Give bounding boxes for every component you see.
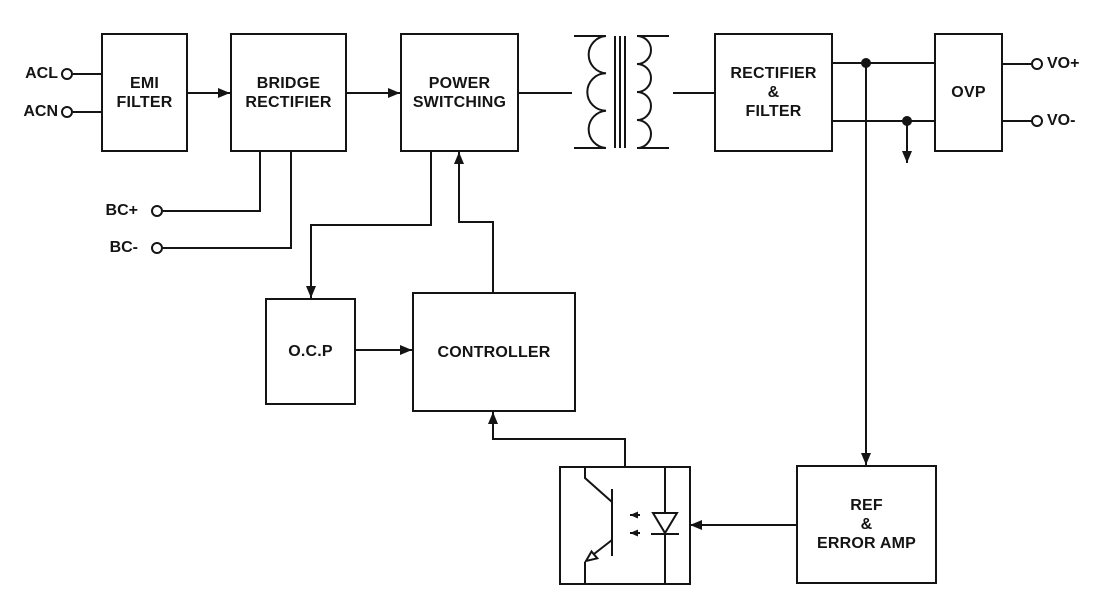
arrow-power-to-ocp xyxy=(306,152,432,298)
block-controller: CONTROLLER xyxy=(412,292,576,412)
block-rectifier-filter-label: RECTIFIER & FILTER xyxy=(730,65,817,120)
terminal-label-acn: ACN xyxy=(23,103,58,120)
block-power-switching-label: POWER SWITCHING xyxy=(412,74,507,111)
arrow-controller-to-power xyxy=(454,152,494,292)
arrow-opto-to-controller xyxy=(488,412,626,467)
terminal-circle-icon xyxy=(151,205,163,217)
terminal-circle-icon xyxy=(61,106,73,118)
wire-vo-minus xyxy=(1003,115,1043,127)
optocoupler-icon xyxy=(559,466,691,585)
terminal-label-bc-plus: BC+ xyxy=(105,202,138,219)
terminal-circle-icon xyxy=(61,68,73,80)
block-bridge-rectifier: BRIDGE RECTIFIER xyxy=(230,33,347,152)
block-ovp: OVP xyxy=(934,33,1003,152)
block-controller-label: CONTROLLER xyxy=(437,343,551,361)
terminal-label-vo-plus: VO+ xyxy=(1047,55,1080,72)
transformer-icon xyxy=(574,35,669,149)
block-ref-error-amp: REF & ERROR AMP xyxy=(796,465,937,584)
wire-bc-plus xyxy=(151,152,261,217)
wire-acl-input xyxy=(61,68,101,80)
terminal-circle-icon xyxy=(151,242,163,254)
wire-bc-minus xyxy=(151,152,292,254)
block-emi-filter: EMI FILTER xyxy=(101,33,188,152)
block-bridge-rectifier-label: BRIDGE RECTIFIER xyxy=(245,74,332,111)
wire-negative-rail xyxy=(833,116,934,126)
block-ocp: O.C.P xyxy=(265,298,356,405)
wire-acn-input xyxy=(61,106,101,118)
block-emi-filter-label: EMI FILTER xyxy=(116,74,173,111)
block-ocp-label: O.C.P xyxy=(288,343,333,360)
wire-vo-plus xyxy=(1003,58,1043,70)
terminal-circle-icon xyxy=(1031,115,1043,127)
block-rectifier-filter: RECTIFIER & FILTER xyxy=(714,33,833,152)
terminal-label-bc-minus: BC- xyxy=(109,239,138,256)
terminal-label-acl: ACL xyxy=(25,65,58,82)
block-ovp-label: OVP xyxy=(951,84,986,101)
terminal-label-vo-minus: VO- xyxy=(1047,112,1076,129)
terminal-circle-icon xyxy=(1031,58,1043,70)
block-power-switching: POWER SWITCHING xyxy=(400,33,519,152)
wire-positive-rail xyxy=(833,58,934,68)
block-ref-error-amp-label: REF & ERROR AMP xyxy=(817,497,916,552)
